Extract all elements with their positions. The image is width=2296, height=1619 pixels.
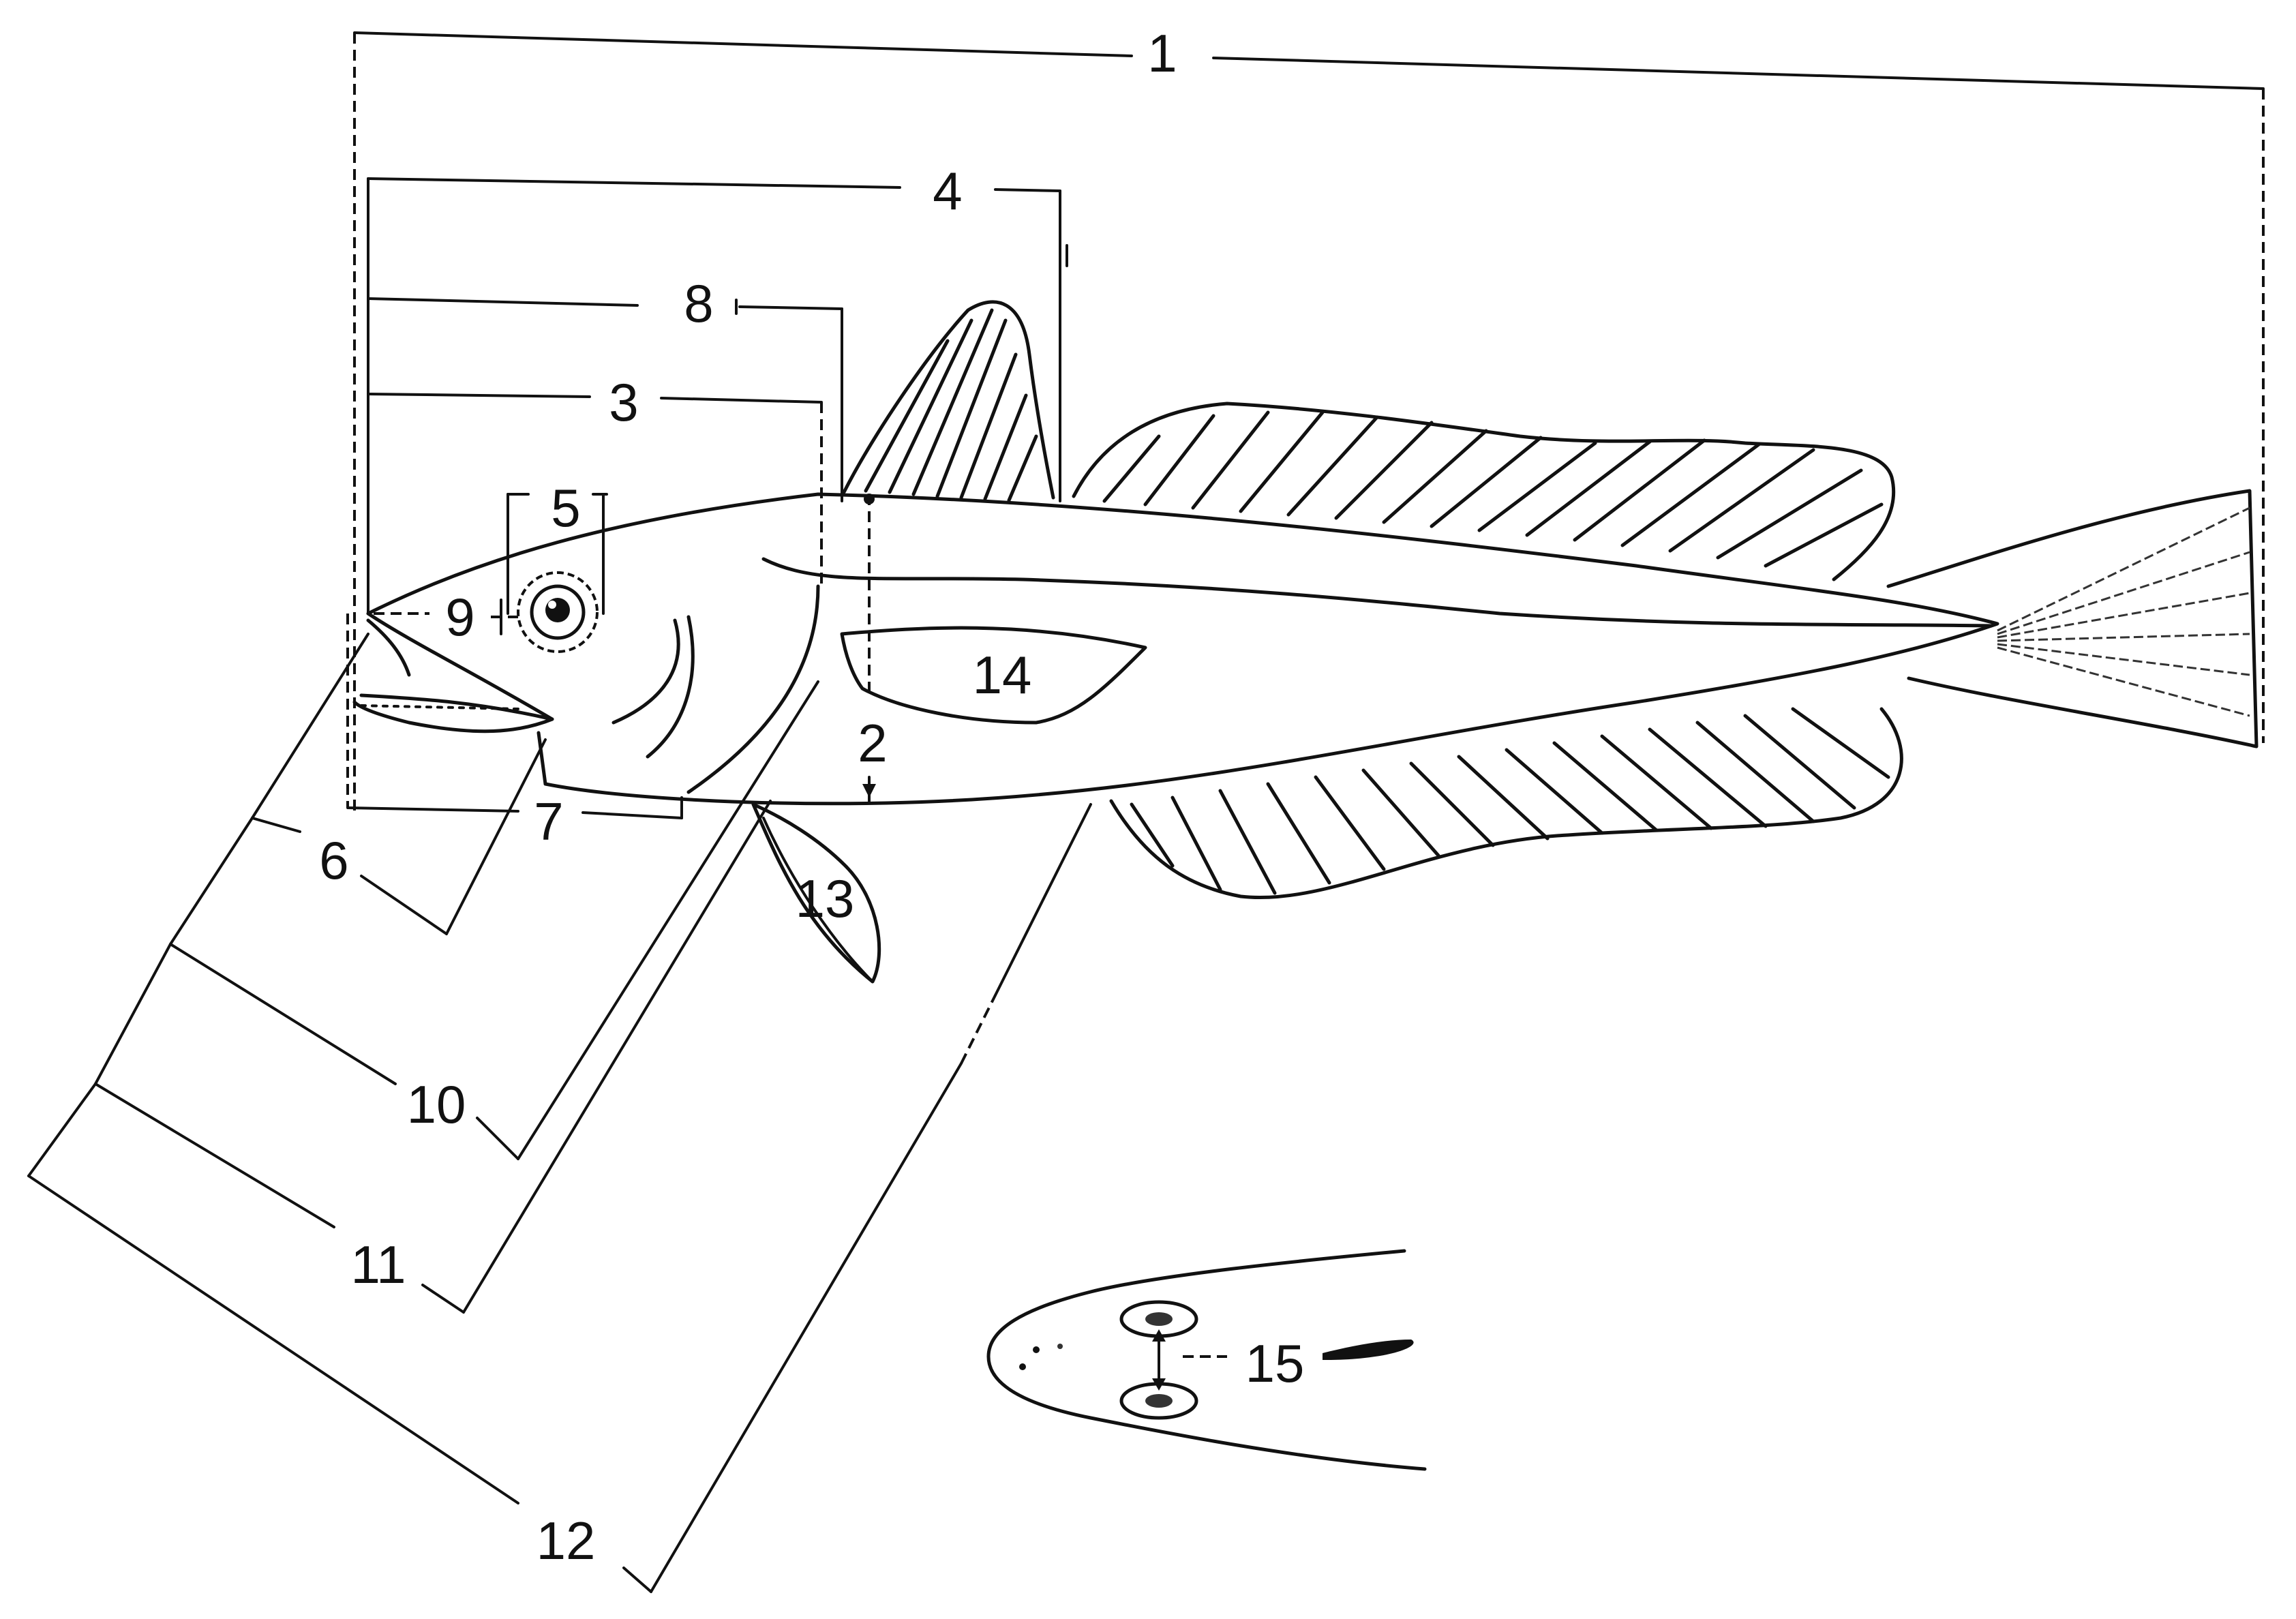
pectoral-fin bbox=[840, 626, 1147, 725]
measure-9-line bbox=[374, 599, 518, 635]
lower-jaw bbox=[352, 693, 554, 733]
measure-8-line bbox=[367, 297, 843, 502]
label-11: 11 bbox=[351, 1235, 406, 1295]
measurement-lines bbox=[27, 31, 2265, 1593]
label-3: 3 bbox=[609, 372, 638, 432]
lateral-line bbox=[761, 557, 1993, 628]
operculum-edge bbox=[686, 584, 820, 794]
eye bbox=[517, 571, 599, 653]
gill-arc-2 bbox=[646, 615, 695, 759]
upper-jaw bbox=[366, 611, 554, 721]
label-7: 7 bbox=[534, 791, 563, 851]
anal-fin bbox=[1109, 707, 1903, 900]
gill-arc-1 bbox=[611, 618, 680, 725]
label-1: 1 bbox=[1147, 23, 1177, 83]
measure-2-line bbox=[862, 494, 876, 802]
label-14: 14 bbox=[973, 645, 1032, 705]
measure-4-line bbox=[367, 177, 1068, 615]
label-6: 6 bbox=[319, 830, 348, 890]
label-9: 9 bbox=[445, 587, 474, 647]
measure-1-line bbox=[353, 31, 2265, 811]
measure-12-line bbox=[27, 803, 1092, 1593]
label-4: 4 bbox=[933, 161, 962, 221]
fish-illustration bbox=[352, 300, 2259, 984]
second-dorsal-fin bbox=[1072, 402, 1896, 581]
first-dorsal-fin bbox=[842, 300, 1055, 502]
measurement-labels: 1 4 8 3 5 9 14 2 7 6 13 10 11 15 12 bbox=[319, 23, 1304, 1571]
caudal-fin bbox=[1886, 489, 2259, 748]
head-top-view-inset bbox=[986, 1249, 1427, 1471]
label-10: 10 bbox=[407, 1074, 466, 1134]
pelvic-fin bbox=[751, 802, 881, 984]
label-8: 8 bbox=[684, 273, 713, 333]
fish-body-outline bbox=[366, 492, 1999, 806]
label-13: 13 bbox=[796, 868, 855, 928]
measure-6-line bbox=[251, 633, 547, 935]
label-12: 12 bbox=[537, 1511, 596, 1571]
measure-3-line bbox=[367, 393, 823, 586]
measure-10-line bbox=[169, 680, 819, 1160]
measure-7-line bbox=[346, 614, 683, 819]
measure-11-line bbox=[94, 800, 772, 1314]
label-2: 2 bbox=[858, 713, 887, 773]
measure-5-line bbox=[507, 493, 608, 615]
label-15: 15 bbox=[1245, 1333, 1305, 1393]
label-5: 5 bbox=[551, 478, 580, 538]
